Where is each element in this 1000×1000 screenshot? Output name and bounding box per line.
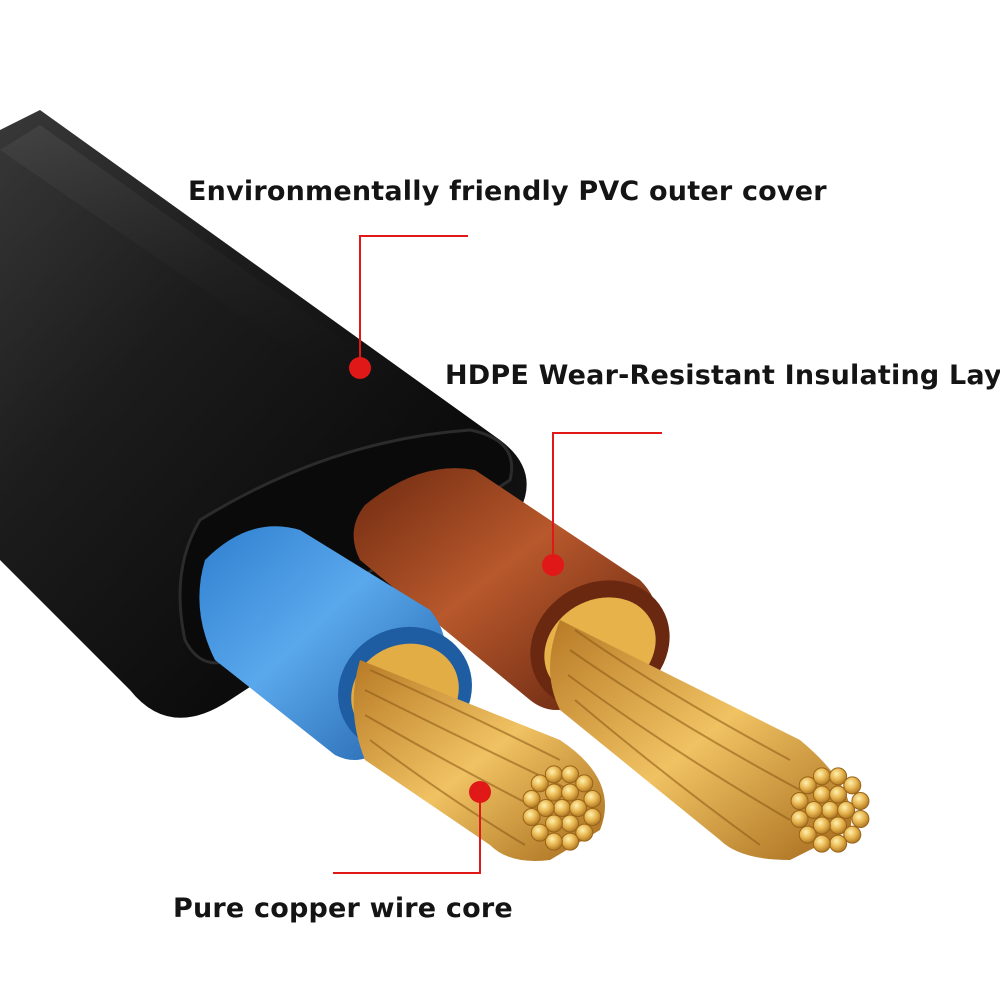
right-core-strand-end (843, 825, 862, 844)
left-core-strand-end (522, 808, 541, 827)
right-core-strand-end (798, 825, 817, 844)
callout-pvc (349, 235, 468, 379)
left-core-strand-end (575, 823, 594, 842)
left-core-strand-end (575, 774, 594, 793)
right-core-strand-end (804, 801, 823, 819)
right-core-strand-end (851, 791, 870, 810)
left-core-strand-end (536, 799, 555, 817)
right-core-strand-end (812, 816, 831, 835)
left-core-strand-end (544, 814, 563, 833)
left-core-strand-end (583, 789, 602, 808)
right-core-strand-end (829, 785, 848, 804)
right-core-strand-end (812, 834, 831, 853)
right-core-strand-end (821, 801, 839, 819)
outer-cover-label: Environmentally friendly PVC outer cover (188, 176, 827, 207)
left-core-strand-end (544, 765, 563, 784)
left-core-strand-end (561, 783, 580, 802)
left-core-strand-end (569, 799, 588, 817)
right-core-strand-end (851, 810, 870, 829)
left-core-strand-end (583, 808, 602, 827)
callout-hdpe (542, 432, 662, 576)
left-core-strand-end (530, 823, 549, 842)
left-core-strand-end (561, 832, 580, 851)
left-core-strand-end (522, 789, 541, 808)
wire-core-label: Pure copper wire core (173, 893, 513, 924)
left-core-strand-end (544, 832, 563, 851)
callout-copper (333, 781, 491, 874)
right-core-strand-end (837, 801, 856, 819)
right-core-strand-end (829, 834, 848, 853)
right-core-strand-end (790, 810, 809, 829)
right-core-strand-end (843, 776, 862, 795)
copper-core-right (550, 620, 870, 860)
left-core-strand-end (553, 799, 571, 817)
insulating-layer-label: HDPE Wear-Resistant Insulating Layer (445, 360, 1000, 391)
copper-core-left (353, 660, 605, 861)
right-core-strand-end (798, 776, 817, 795)
left-core-strand-end (530, 774, 549, 793)
right-core-strand-end (790, 791, 809, 810)
left-core-strand-end (561, 765, 580, 784)
right-core-strand-end (812, 767, 831, 786)
right-core-strand-end (829, 767, 848, 786)
